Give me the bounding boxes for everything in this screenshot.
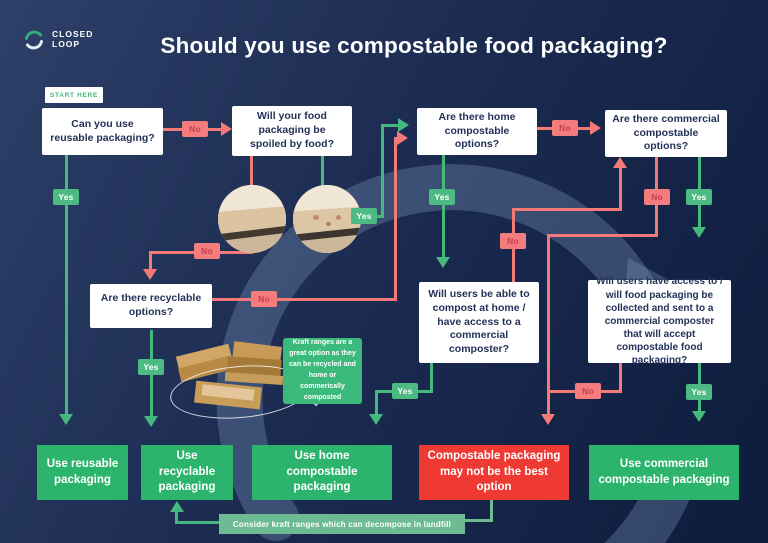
- connector-notbest-note: [490, 500, 493, 522]
- yes-label: Yes: [686, 189, 712, 205]
- no-label: No: [182, 121, 208, 137]
- arrow-right-icon: [398, 118, 409, 132]
- yes-label: Yes: [53, 189, 79, 205]
- connector-landfill-note: [175, 511, 178, 524]
- start-here-badge: START HERE: [45, 87, 103, 103]
- connector-no-commercial-access: [619, 363, 622, 393]
- yes-label: Yes: [429, 189, 455, 205]
- connector-no-compost-at-home: [512, 208, 622, 211]
- no-label: No: [575, 383, 601, 399]
- landfill-note: Consider kraft ranges which can decompos…: [219, 514, 465, 534]
- logo-line1: CLOSED: [52, 29, 94, 40]
- connector-yes-spoiled: [381, 126, 384, 218]
- yes-label: Yes: [351, 208, 377, 224]
- arrow-down-icon: [692, 227, 706, 238]
- pizza-box-photo-2: [293, 185, 361, 253]
- connector-no-merge: [547, 234, 550, 414]
- arrow-right-icon: [590, 121, 601, 135]
- arrow-down-icon: [369, 414, 383, 425]
- connector-no-spoiled: [149, 251, 152, 269]
- pizza-box-photo-1: [218, 185, 286, 253]
- yes-label: Yes: [138, 359, 164, 375]
- connector-no-recyclable: [394, 137, 397, 301]
- connector-yes-compost-at-home: [375, 390, 378, 414]
- connector-no-commercial-options: [547, 234, 658, 237]
- connector-yes-home-options: [442, 155, 445, 257]
- arrow-down-icon: [436, 257, 450, 268]
- question-box-reusable: Can you use reusable packaging?: [42, 108, 163, 155]
- no-label: No: [552, 120, 578, 136]
- closed-loop-logo: CLOSED LOOP: [22, 28, 93, 52]
- logo-text: CLOSED LOOP: [52, 29, 94, 50]
- question-box-commercial-access: Will users have access to / will food pa…: [588, 276, 731, 366]
- arrow-down-icon: [59, 414, 73, 425]
- no-label: No: [500, 233, 526, 249]
- kraft-callout: Kraft ranges are a great option as they …: [283, 338, 362, 404]
- connector-landfill-note: [175, 521, 219, 524]
- connector-yes-spoiled: [381, 124, 398, 127]
- connector-yes-compost-at-home: [430, 363, 433, 393]
- arrow-down-icon: [144, 416, 158, 427]
- outcome-box-use-home: Use home compostable packaging: [252, 445, 392, 500]
- arrow-right-icon: [397, 131, 408, 145]
- connector-no-compost-at-home: [619, 168, 622, 211]
- outcome-box-use-recyclable: Use recyclable packaging: [141, 445, 233, 500]
- closed-loop-logo-icon: [25, 30, 43, 50]
- arrow-up-icon: [613, 157, 627, 168]
- arrow-down-icon: [692, 411, 706, 422]
- connector-no-recyclable: [211, 298, 397, 301]
- connector-yes-reusable: [65, 155, 68, 414]
- arrow-down-icon: [541, 414, 555, 425]
- outcome-box-use-reusable: Use reusable packaging: [37, 445, 128, 500]
- question-box-recyclable: Are there recyclable options?: [90, 284, 212, 328]
- no-label: No: [644, 189, 670, 205]
- arrow-down-icon: [143, 269, 157, 280]
- connector-notbest-note: [464, 519, 493, 522]
- no-label: No: [251, 291, 277, 307]
- question-box-commercial-options: Are there commercial compostable options…: [605, 110, 727, 157]
- yes-label: Yes: [686, 384, 712, 400]
- question-box-spoiled: Will your food packaging be spoiled by f…: [232, 106, 352, 156]
- question-box-compost-at-home: Will users be able to compost at home / …: [419, 282, 539, 363]
- outcome-box-use-commercial: Use commercial compostable packaging: [589, 445, 739, 500]
- arrow-up-icon: [170, 501, 184, 512]
- arrow-right-icon: [221, 122, 232, 136]
- yes-label: Yes: [392, 383, 418, 399]
- no-label: No: [194, 243, 220, 259]
- page-title: Should you use compostable food packagin…: [160, 33, 668, 58]
- logo-line2: LOOP: [52, 39, 81, 49]
- outcome-box-not-best: Compostable packaging may not be the bes…: [419, 445, 569, 500]
- question-box-home-options: Are there home compostable options?: [417, 108, 537, 155]
